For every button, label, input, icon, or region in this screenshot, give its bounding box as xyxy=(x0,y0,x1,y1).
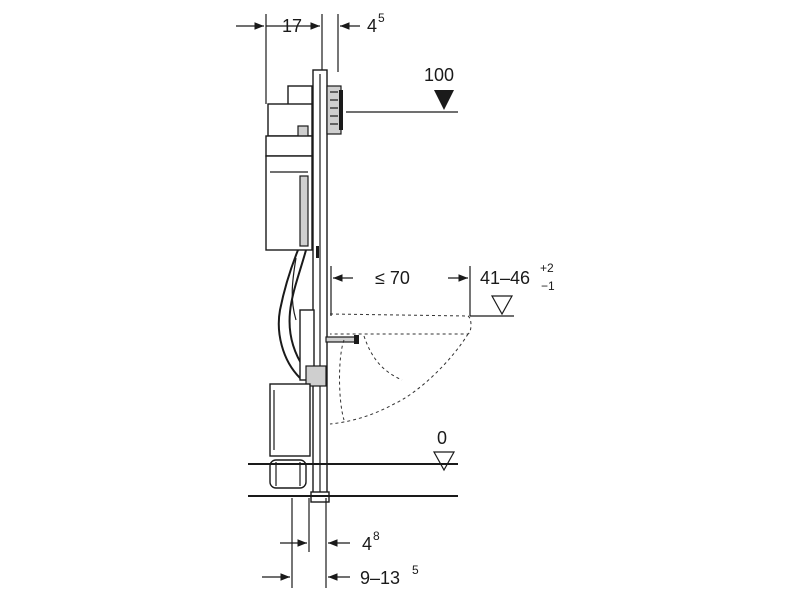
dim-label-4-5: 4 xyxy=(367,16,377,36)
dim-sup-4-8: 8 xyxy=(373,529,380,543)
flush-plate-edge xyxy=(339,90,343,130)
drain-elbow xyxy=(269,383,311,457)
dimension-projection: ≤ 70 xyxy=(330,266,471,316)
dimension-seat-height: 41–46 +2 −1 xyxy=(470,261,555,317)
level-triangle-100 xyxy=(434,90,454,110)
cistern-inner-pipe xyxy=(299,175,309,247)
dimension-floor-level: 0 xyxy=(432,428,456,472)
dim-sup-9-13: 5 xyxy=(412,563,419,577)
frame-slot xyxy=(316,246,319,258)
bolt xyxy=(325,336,359,343)
dim-sub-seat-height: −1 xyxy=(541,279,555,293)
dim-label-17: 17 xyxy=(282,16,302,36)
dim-label-seat-height: 41–46 xyxy=(480,268,530,288)
cistern xyxy=(265,85,313,251)
dimension-bottom: 4 8 9–13 5 xyxy=(262,498,419,588)
floor xyxy=(248,463,458,497)
dim-sup-4-5: 5 xyxy=(378,11,385,25)
dimension-top: 17 4 5 xyxy=(236,11,385,104)
wc-bowl-outline xyxy=(329,313,472,425)
dim-label-9-13: 9–13 xyxy=(360,568,400,588)
dim-label-floor: 0 xyxy=(437,428,447,448)
pipe-connector xyxy=(305,365,327,387)
drain-pipe xyxy=(269,309,327,489)
drain-outlet xyxy=(269,459,307,489)
flush-plate xyxy=(326,85,342,135)
cistern-neck xyxy=(265,135,313,157)
dim-label-projection: ≤ 70 xyxy=(375,268,410,288)
dim-label-4-8: 4 xyxy=(362,534,372,554)
wc-bowl-inner xyxy=(363,335,403,381)
dimension-flush-height: 100 xyxy=(346,65,458,113)
dim-sup-seat-height: +2 xyxy=(540,261,554,275)
wc-bowl-underside xyxy=(329,333,469,425)
level-triangle-seat xyxy=(490,295,514,316)
installation-frame xyxy=(310,69,343,503)
dim-label-100: 100 xyxy=(424,65,454,85)
supply-hose xyxy=(277,249,307,379)
fixing-bolt xyxy=(325,335,359,344)
wc-seat-outline xyxy=(329,313,472,335)
level-triangle-floor xyxy=(432,451,456,472)
wc-bowl-back xyxy=(339,339,345,421)
